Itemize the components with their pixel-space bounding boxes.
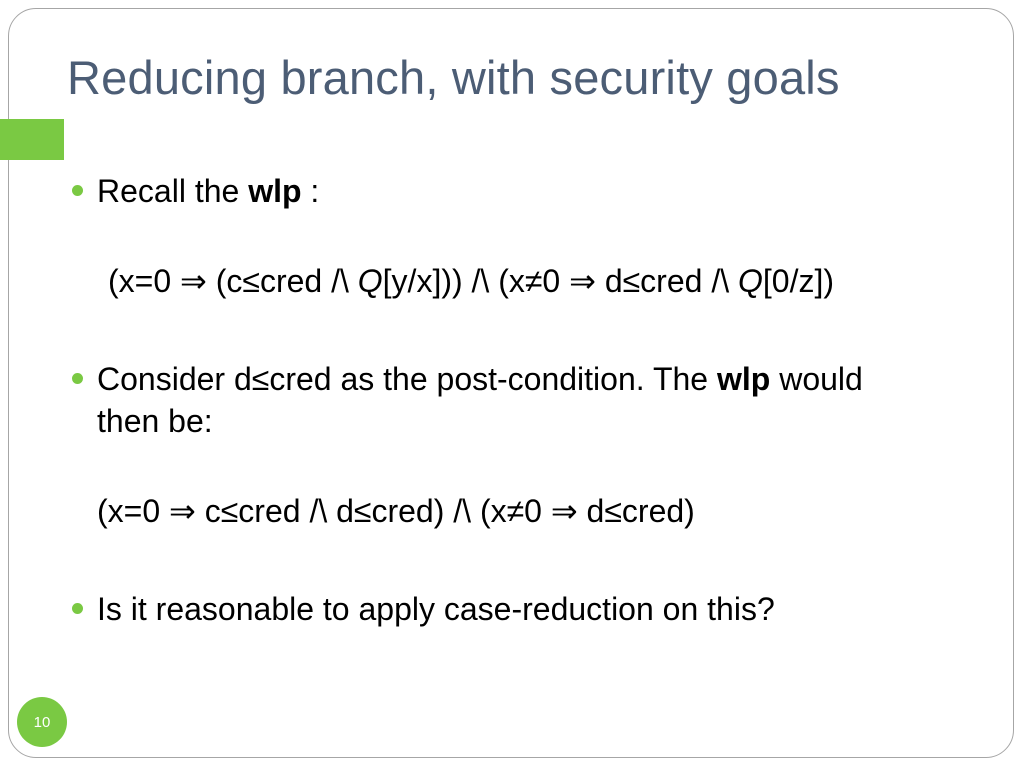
bullet-2-pre: Consider d≤cred as the post-condition. T… [97,361,717,397]
bullet-2-line-1: Consider d≤cred as the post-condition. T… [97,359,863,399]
bullet-1-pre: Recall the [97,173,249,209]
formula-1-part-c: [0/z]) [762,263,834,299]
bullet-1-bold: wlp [248,173,302,209]
formula-1-q2: Q [737,263,763,299]
slide-title: Reducing branch, with security goals [67,51,840,104]
formula-2: (x=0 ⇒ c≤cred /\ d≤cred) /\ (x≠0 ⇒ d≤cre… [97,493,695,529]
bullet-1-post: : [301,173,320,209]
bullet-2-post: would [770,361,863,397]
slide-frame [8,8,1014,758]
bullet-2-dot [72,373,83,384]
formula-1: (x=0 ⇒ (c≤cred /\ Q[y/x])) /\ (x≠0 ⇒ d≤c… [108,261,834,301]
bullet-2-bold: wlp [716,361,771,397]
bullet-1-dot [72,185,83,196]
page-number-badge: 10 [17,697,67,747]
bullet-1-text: Recall the wlp : [97,171,319,211]
title-accent-bar [0,119,64,160]
bullet-3-dot [72,603,83,614]
formula-1-part-a: (x=0 ⇒ (c≤cred /\ [108,263,358,299]
bullet-2-line-2: then be: [97,403,213,439]
formula-1-part-b: [y/x])) /\ (x≠0 ⇒ d≤cred /\ [382,263,738,299]
formula-1-q1: Q [357,263,383,299]
bullet-3-text: Is it reasonable to apply case-reduction… [97,591,775,627]
